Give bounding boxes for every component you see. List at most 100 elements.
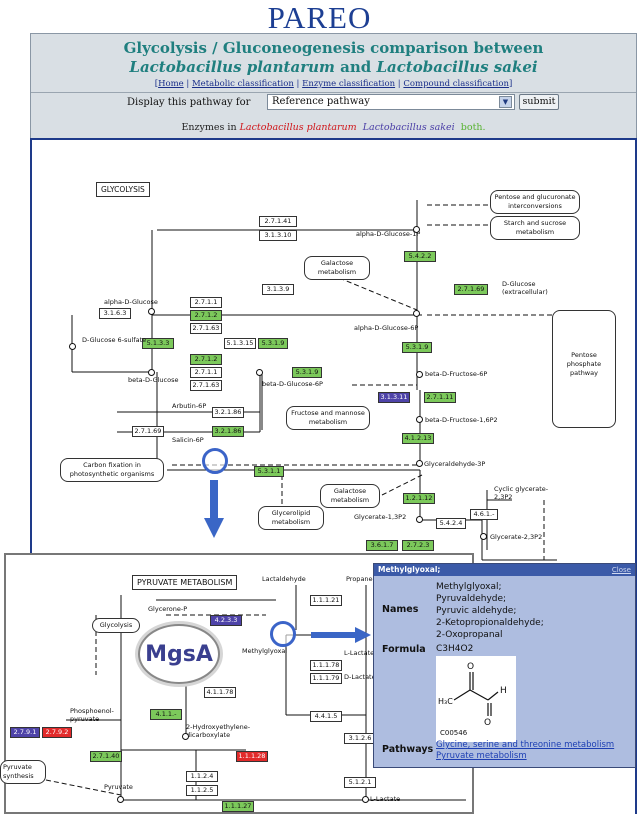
ec-box[interactable]: 2.7.1.69 [132, 426, 164, 437]
compound-node[interactable] [480, 533, 487, 540]
ec-box[interactable]: 4.1.1.78 [204, 687, 236, 698]
compound-label: Propane-1,2-diol [346, 575, 399, 583]
ec-box[interactable]: 5.3.1.1 [254, 466, 284, 477]
ec-box[interactable]: 5.1.3.15 [224, 338, 256, 349]
pathway-link-pentose-glucuronate[interactable]: Pentose and glucuronate interconversions [490, 190, 580, 214]
ec-box[interactable]: 5.3.1.9 [258, 338, 288, 349]
ec-box[interactable]: 5.1.3.3 [142, 338, 174, 349]
compound-node[interactable] [148, 308, 155, 315]
ec-box[interactable]: 1.1.2.5 [186, 785, 218, 796]
ec-box[interactable]: 3.1.2.6 [344, 733, 376, 744]
ec-box[interactable]: 3.6.1.7 [366, 540, 398, 551]
compound-node[interactable] [413, 310, 420, 317]
compound-label: beta-D-Glucose [128, 376, 179, 384]
mgsa-callout: MgsA [138, 624, 220, 684]
svg-text:H: H [500, 686, 507, 696]
link-compound-classification[interactable]: Compound classification [403, 79, 509, 89]
ec-box[interactable]: 3.2.1.86 [212, 407, 244, 418]
ec-box[interactable]: 3.1.3.11 [378, 392, 410, 403]
ec-box[interactable]: 2.7.9.1 [10, 727, 40, 738]
compound-node[interactable] [413, 226, 420, 233]
pathway-link-fructose-mannose[interactable]: Fructose and mannose metabolism [286, 406, 370, 430]
ec-box[interactable]: 2.7.1.2 [190, 354, 222, 365]
pathway-link-glycerolipid[interactable]: Glycerolipid metabolism [258, 506, 324, 530]
compound-label: Glycerate-1,3P2 [354, 513, 407, 521]
pathway-link-starch-sucrose[interactable]: Starch and sucrose metabolism [490, 216, 580, 240]
name-item: 2-Ketopropionaldehyde; [436, 618, 544, 628]
pyruvate-title: PYRUVATE METABOLISM [132, 575, 238, 590]
ec-box[interactable]: 1.1.1.28 [236, 751, 268, 762]
ec-box[interactable]: 2.7.9.2 [42, 727, 72, 738]
compound-popup: Methylglyoxal; Close Names Methylglyoxal… [373, 563, 636, 768]
ec-box[interactable]: 5.3.1.9 [292, 367, 322, 378]
link-metabolic-classification[interactable]: Metabolic classification [191, 79, 294, 89]
ec-box[interactable]: 4.2.3.3 [210, 615, 242, 626]
ec-box[interactable]: 2.7.1.63 [190, 380, 222, 391]
pathway-link-glycolysis[interactable]: Glycolysis [92, 618, 140, 633]
ec-box[interactable]: 2.7.1.69 [454, 284, 488, 295]
ec-box[interactable]: 2.7.1.11 [424, 392, 456, 403]
ec-box[interactable]: 4.1.1.- [150, 709, 182, 720]
ec-box[interactable]: 5.3.1.9 [402, 342, 432, 353]
ec-box[interactable]: 5.1.2.1 [344, 777, 376, 788]
compound-node[interactable] [256, 369, 263, 376]
formula-value: C3H4O2 [436, 644, 474, 654]
ec-box[interactable]: 2.7.2.3 [402, 540, 434, 551]
ec-box[interactable]: 2.7.1.63 [190, 323, 222, 334]
methylglyoxal-structure-icon: O O H H₃C [438, 662, 507, 726]
compound-label: 2-Hydroxyethylene-dicarboxylate [186, 723, 251, 739]
compound-node[interactable] [416, 371, 423, 378]
ec-box[interactable]: 4.6.1.- [470, 509, 498, 520]
link-home[interactable]: Home [158, 79, 184, 89]
pathway-link-galactose[interactable]: Galactose metabolism [304, 256, 370, 280]
ec-box[interactable]: 1.1.1.79 [310, 673, 342, 684]
compound-node[interactable] [416, 516, 423, 523]
ec-box[interactable]: 4.1.2.13 [402, 433, 434, 444]
header-panel: Glycolysis / Gluconeogenesis comparison … [30, 33, 637, 139]
pathway-select[interactable]: Reference pathway [267, 94, 515, 110]
pathway-link-glycine[interactable]: Glycine, serine and threonine metabolism [436, 740, 615, 750]
pathway-link-galactose-2[interactable]: Galactose metabolism [320, 484, 380, 508]
ec-box[interactable]: 2.7.1.2 [190, 310, 222, 321]
ec-box[interactable]: 1.1.1.78 [310, 660, 342, 671]
ec-box[interactable]: 2.7.1.1 [190, 297, 222, 308]
pathway-link-pentose-phosphate[interactable]: Pentose phosphate pathway [552, 310, 616, 428]
ec-box[interactable]: 1.2.1.12 [403, 493, 435, 504]
compound-node[interactable] [117, 796, 124, 803]
legend-both: both. [460, 122, 486, 133]
compound-node[interactable] [148, 369, 155, 376]
ec-box[interactable]: 3.2.1.86 [212, 426, 244, 437]
compound-node[interactable] [362, 796, 369, 803]
ec-box[interactable]: 2.7.1.40 [90, 751, 122, 762]
compound-label: Glycerone-P [148, 605, 188, 613]
pathway-link-pyruvate[interactable]: Pyruvate metabolism [436, 751, 527, 761]
ec-box[interactable]: 4.4.1.5 [310, 711, 342, 722]
compound-node[interactable] [69, 343, 76, 350]
ec-box[interactable]: 5.4.2.4 [436, 518, 466, 529]
compound-label: D-Glucose (extracellular) [502, 280, 548, 296]
compound-node[interactable] [182, 733, 189, 740]
ec-box[interactable]: 1.1.2.4 [186, 771, 218, 782]
ec-box[interactable]: 1.1.1.27 [222, 801, 254, 812]
link-enzyme-classification[interactable]: Enzyme classification [302, 79, 396, 89]
ec-box[interactable]: 3.1.3.10 [259, 230, 297, 241]
legend-sakei: Lactobacillus sakei [362, 122, 455, 133]
chevron-down-icon[interactable]: ▼ [499, 96, 512, 108]
ec-box[interactable]: 2.7.1.41 [259, 216, 297, 227]
pathway-link-carbon-fixation[interactable]: Carbon fixation in photosynthetic organi… [60, 458, 164, 482]
pathway-link-pyruvate-synthesis[interactable]: Pyruvate synthesis [0, 760, 46, 784]
pathways-label: Pathways [382, 744, 434, 755]
compound-label: alpha-D-Glucose-6P [354, 324, 419, 332]
ec-box[interactable]: 2.7.1.1 [190, 367, 222, 378]
name-item: 2-Oxopropanal [436, 630, 503, 640]
ec-box[interactable]: 3.1.6.3 [99, 308, 131, 319]
compound-node[interactable] [416, 416, 423, 423]
compound-node[interactable] [416, 460, 423, 467]
ec-box[interactable]: 3.1.3.9 [262, 284, 294, 295]
legend-prefix: Enzymes in [181, 122, 240, 133]
close-button[interactable]: Close [611, 566, 631, 574]
ec-box[interactable]: 5.4.2.2 [404, 251, 436, 262]
enzyme-legend: Enzymes in Lactobacillus plantarum Lacto… [31, 122, 636, 133]
ec-box[interactable]: 1.1.1.21 [310, 595, 342, 606]
submit-button[interactable]: submit [519, 94, 559, 110]
